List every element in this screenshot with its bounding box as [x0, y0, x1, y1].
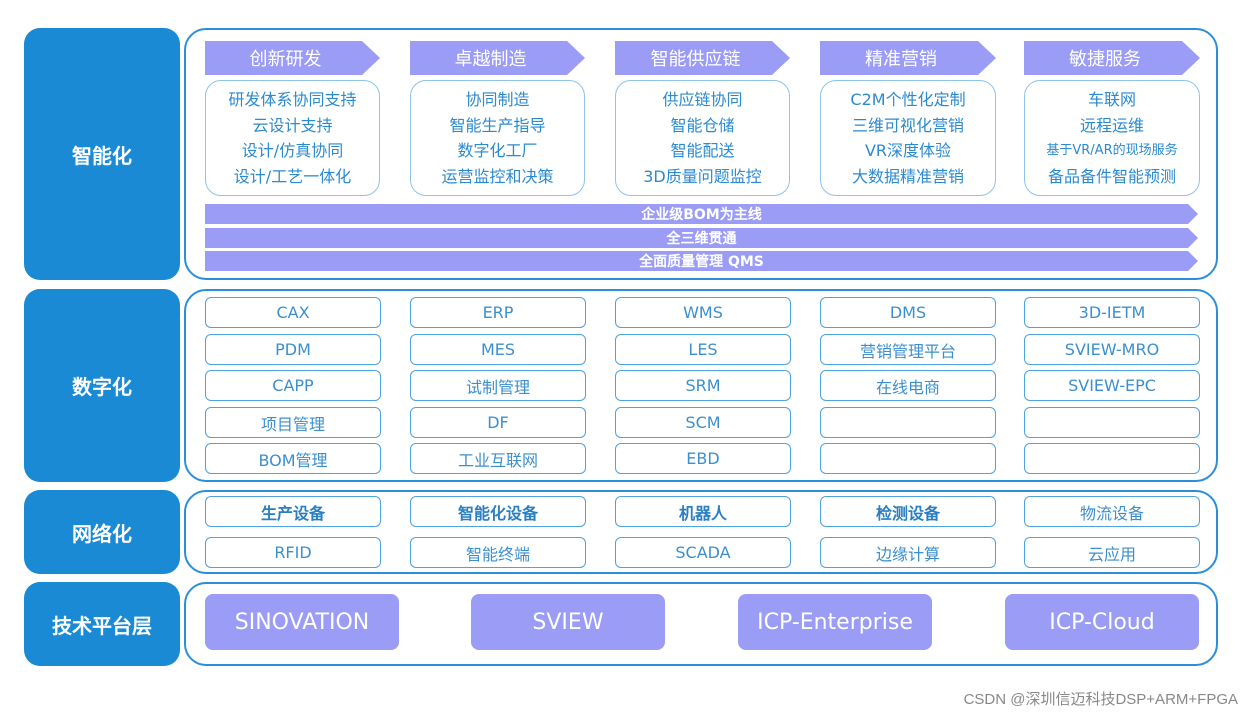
- card-item: 备品备件智能预测: [1047, 166, 1176, 186]
- card-item: 运营监控和决策: [441, 166, 554, 186]
- network-device-cell: 智能化设备: [410, 496, 586, 527]
- network-tech-cell: 云应用: [1024, 537, 1200, 568]
- arrow-header-supply-chain: 智能供应链: [615, 41, 790, 75]
- digital-cell: SRM: [615, 370, 791, 401]
- network-device-cell: 机器人: [615, 496, 791, 527]
- network-tech-cell: SCADA: [615, 537, 791, 568]
- card-item: 基于VR/AR的现场服务: [1046, 143, 1178, 158]
- layer-label-network: 网络化: [24, 490, 180, 574]
- card-item: 智能配送: [670, 141, 735, 160]
- card-item: VR深度体验: [864, 141, 952, 160]
- card-manufacturing: 协同制造 智能生产指导 数字化工厂 运营监控和决策: [410, 80, 585, 196]
- arrow-header-rnd: 创新研发: [205, 41, 380, 75]
- card-service: 车联网 远程运维 基于VR/AR的现场服务 备品备件智能预测: [1024, 80, 1200, 196]
- digital-cell: LES: [615, 334, 791, 365]
- card-item: 数字化工厂: [457, 141, 538, 160]
- card-item: 三维可视化营销: [851, 115, 964, 135]
- digital-cell: DMS: [820, 297, 996, 328]
- card-item: 设计/工艺一体化: [233, 166, 352, 186]
- layer-label-digital: 数字化: [24, 289, 180, 482]
- arrow-header-marketing: 精准营销: [820, 41, 996, 75]
- digital-cell-empty: [820, 443, 996, 474]
- digital-cell: SVIEW-MRO: [1024, 334, 1200, 365]
- card-item: 供应链协同: [662, 90, 743, 109]
- banner-qms: 全面质量管理 QMS: [205, 251, 1198, 271]
- layer-label-platform: 技术平台层: [24, 582, 180, 666]
- digital-cell: SVIEW-EPC: [1024, 370, 1200, 401]
- digital-cell: BOM管理: [205, 443, 381, 474]
- network-device-cell: 生产设备: [205, 496, 381, 527]
- network-device-cell: 检测设备: [820, 496, 996, 527]
- digital-cell: 项目管理: [205, 407, 381, 438]
- network-device-cell: 物流设备: [1024, 496, 1200, 527]
- network-tech-cell: RFID: [205, 537, 381, 568]
- digital-cell: CAPP: [205, 370, 381, 401]
- platform-sview: SVIEW: [471, 594, 665, 650]
- network-tech-cell: 智能终端: [410, 537, 586, 568]
- card-rnd: 研发体系协同支持 云设计支持 设计/仿真协同 设计/工艺一体化: [205, 80, 380, 196]
- card-item: 远程运维: [1079, 115, 1144, 135]
- digital-cell: CAX: [205, 297, 381, 328]
- network-tech-cell: 边缘计算: [820, 537, 996, 568]
- digital-cell: 3D-IETM: [1024, 297, 1200, 328]
- card-item: 云设计支持: [252, 115, 333, 135]
- digital-cell: PDM: [205, 334, 381, 365]
- card-supply-chain: 供应链协同 智能仓储 智能配送 3D质量问题监控: [615, 80, 790, 196]
- digital-cell: 营销管理平台: [820, 334, 996, 365]
- platform-icp-enterprise: ICP-Enterprise: [738, 594, 932, 650]
- watermark: CSDN @深圳信迈科技DSP+ARM+FPGA: [963, 691, 1238, 708]
- card-item: C2M个性化定制: [850, 90, 966, 109]
- digital-cell: ERP: [410, 297, 586, 328]
- banner-bom: 企业级BOM为主线: [205, 204, 1198, 224]
- digital-cell: WMS: [615, 297, 791, 328]
- card-item: 3D质量问题监控: [643, 166, 762, 186]
- card-item: 研发体系协同支持: [228, 90, 357, 109]
- digital-cell: 试制管理: [410, 370, 586, 401]
- layer-label-intelligent: 智能化: [24, 28, 180, 280]
- digital-cell: MES: [410, 334, 586, 365]
- digital-cell-empty: [1024, 407, 1200, 438]
- arrow-header-manufacturing: 卓越制造: [410, 41, 585, 75]
- digital-cell: EBD: [615, 443, 791, 474]
- card-item: 大数据精准营销: [851, 166, 964, 186]
- card-item: 车联网: [1087, 90, 1136, 109]
- arrow-header-service: 敏捷服务: [1024, 41, 1200, 75]
- digital-cell: SCM: [615, 407, 791, 438]
- platform-icp-cloud: ICP-Cloud: [1005, 594, 1199, 650]
- card-item: 设计/仿真协同: [241, 141, 344, 160]
- digital-cell-empty: [820, 407, 996, 438]
- digital-cell-empty: [1024, 443, 1200, 474]
- platform-sinovation: SINOVATION: [205, 594, 399, 650]
- digital-cell: 工业互联网: [410, 443, 586, 474]
- digital-cell: 在线电商: [820, 370, 996, 401]
- card-marketing: C2M个性化定制 三维可视化营销 VR深度体验 大数据精准营销: [820, 80, 996, 196]
- banner-3d: 全三维贯通: [205, 228, 1198, 248]
- card-item: 智能仓储: [670, 115, 735, 135]
- card-item: 协同制造: [465, 90, 530, 109]
- card-item: 智能生产指导: [449, 115, 546, 135]
- digital-cell: DF: [410, 407, 586, 438]
